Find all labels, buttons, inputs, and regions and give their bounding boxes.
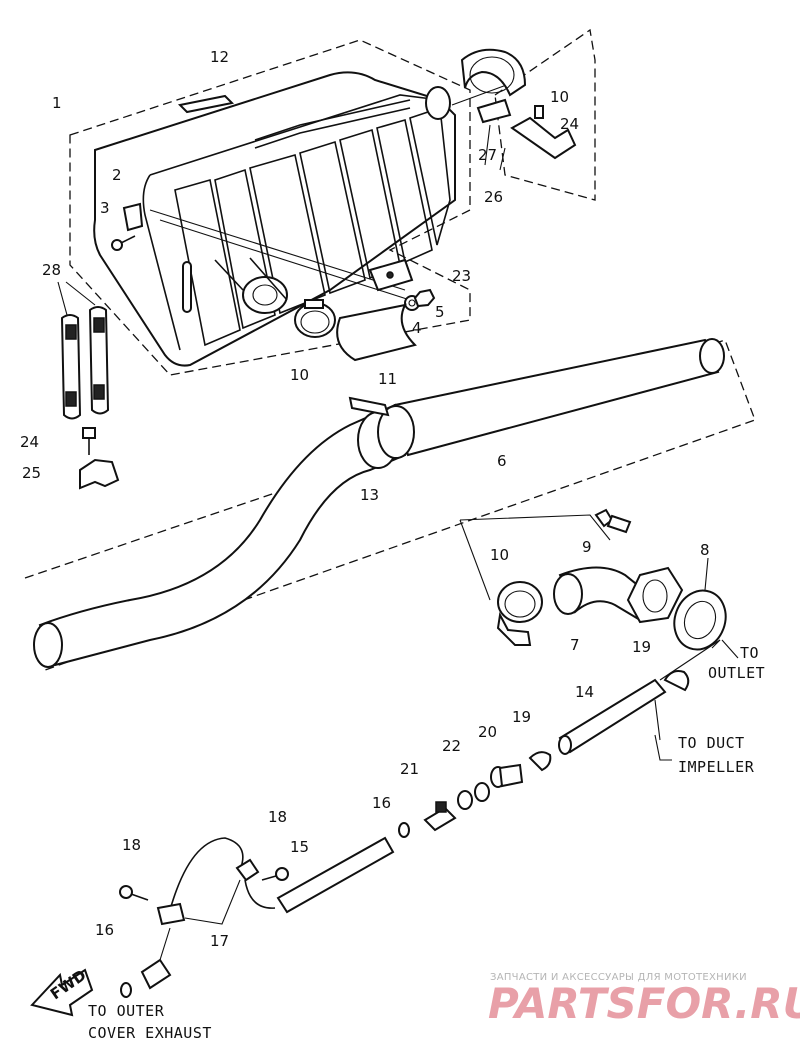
note-to-outlet-line1: TO [740,644,759,662]
callout-22: 22 [442,737,461,755]
callout-21: 21 [400,760,419,778]
part-12-pad [177,94,235,114]
callout-25: 25 [22,464,41,482]
part-22-washers [457,782,490,810]
part-24-bolt-left [82,427,96,455]
callout-10-upper: 10 [550,88,569,106]
part-14-hose [558,678,667,755]
part-23-plate [368,258,414,292]
part-18-screw-a [119,885,149,901]
callout-12: 12 [210,48,229,66]
watermark: ЗАПЧАСТИ И АКСЕССУАРЫ ДЛЯ МОТОТЕХНИКИ PA… [488,972,800,1028]
note-to-outer-line2: COVER EXHAUST [88,1024,212,1042]
callout-19-upper: 19 [632,638,651,656]
part-15-hose [276,836,395,914]
part-21-valve [423,801,457,832]
part-19-clamp-upper [663,670,690,692]
upper-right-group [460,28,596,201]
inlet-hose-stub [336,303,417,362]
part-18-screw-b [261,867,289,881]
callout-16-upper: 16 [372,794,391,812]
note-to-outer-line1: TO OUTER [88,1002,165,1020]
callout-16-lower: 16 [95,921,114,939]
fwd-arrow: FWD [30,966,94,1017]
callout-8: 8 [700,541,710,559]
note-to-duct-line2: IMPELLER [678,758,755,776]
part-17-hose-loop [156,837,276,926]
callout-numbers: 1 2 3 4 5 6 7 8 9 10 10 10 11 12 13 14 1… [20,48,710,950]
watermark-brand: PARTSFOR.RU [488,979,800,1028]
callout-5: 5 [435,303,445,321]
callout-14: 14 [575,683,594,701]
callout-4: 4 [412,319,422,337]
callout-3: 3 [100,199,110,217]
callout-7: 7 [570,636,580,654]
callout-27: 27 [478,146,497,164]
part-20-fitting [490,763,524,788]
callout-10-mid: 10 [290,366,309,384]
callout-10-lower: 10 [490,546,509,564]
note-to-duct-line1: TO DUCT [678,734,745,752]
part-2-bracket [122,202,144,232]
callout-13: 13 [360,486,379,504]
callout-17: 17 [210,932,229,950]
callout-19-lower: 19 [512,708,531,726]
part-16-tube-lower [120,927,172,998]
callout-24-left: 24 [20,433,39,451]
watermark-tagline: ЗАПЧАСТИ И АКСЕССУАРЫ ДЛЯ МОТОТЕХНИКИ [490,972,747,983]
callout-20: 20 [478,723,497,741]
callout-1: 1 [52,94,62,112]
callout-11: 11 [378,370,397,388]
callout-15: 15 [290,838,309,856]
note-to-outlet-line2: OUTLET [708,664,765,682]
callout-2: 2 [112,166,122,184]
callout-24-upper: 24 [560,115,579,133]
hose-6-and-13 [24,338,756,671]
part-16-clip-upper [398,822,410,838]
callout-26: 26 [484,188,503,206]
callout-9: 9 [582,538,592,556]
part-28-straps [57,281,110,420]
part-5-nut [413,288,436,308]
callout-6: 6 [497,452,507,470]
elbow-group [459,508,739,659]
callout-18-right: 18 [268,808,287,826]
callout-28: 28 [42,261,61,279]
part-3-screw [111,235,136,251]
part-25-bracket [79,458,120,490]
callout-23: 23 [452,267,471,285]
part-10-clamp-a [294,299,336,338]
water-box-assembly [69,39,521,376]
routing-notes: TO OUTLET TO DUCT IMPELLER TO OUTER COVE… [88,644,765,1042]
callout-18-left: 18 [122,836,141,854]
part-19-clamp-lower [528,751,552,772]
